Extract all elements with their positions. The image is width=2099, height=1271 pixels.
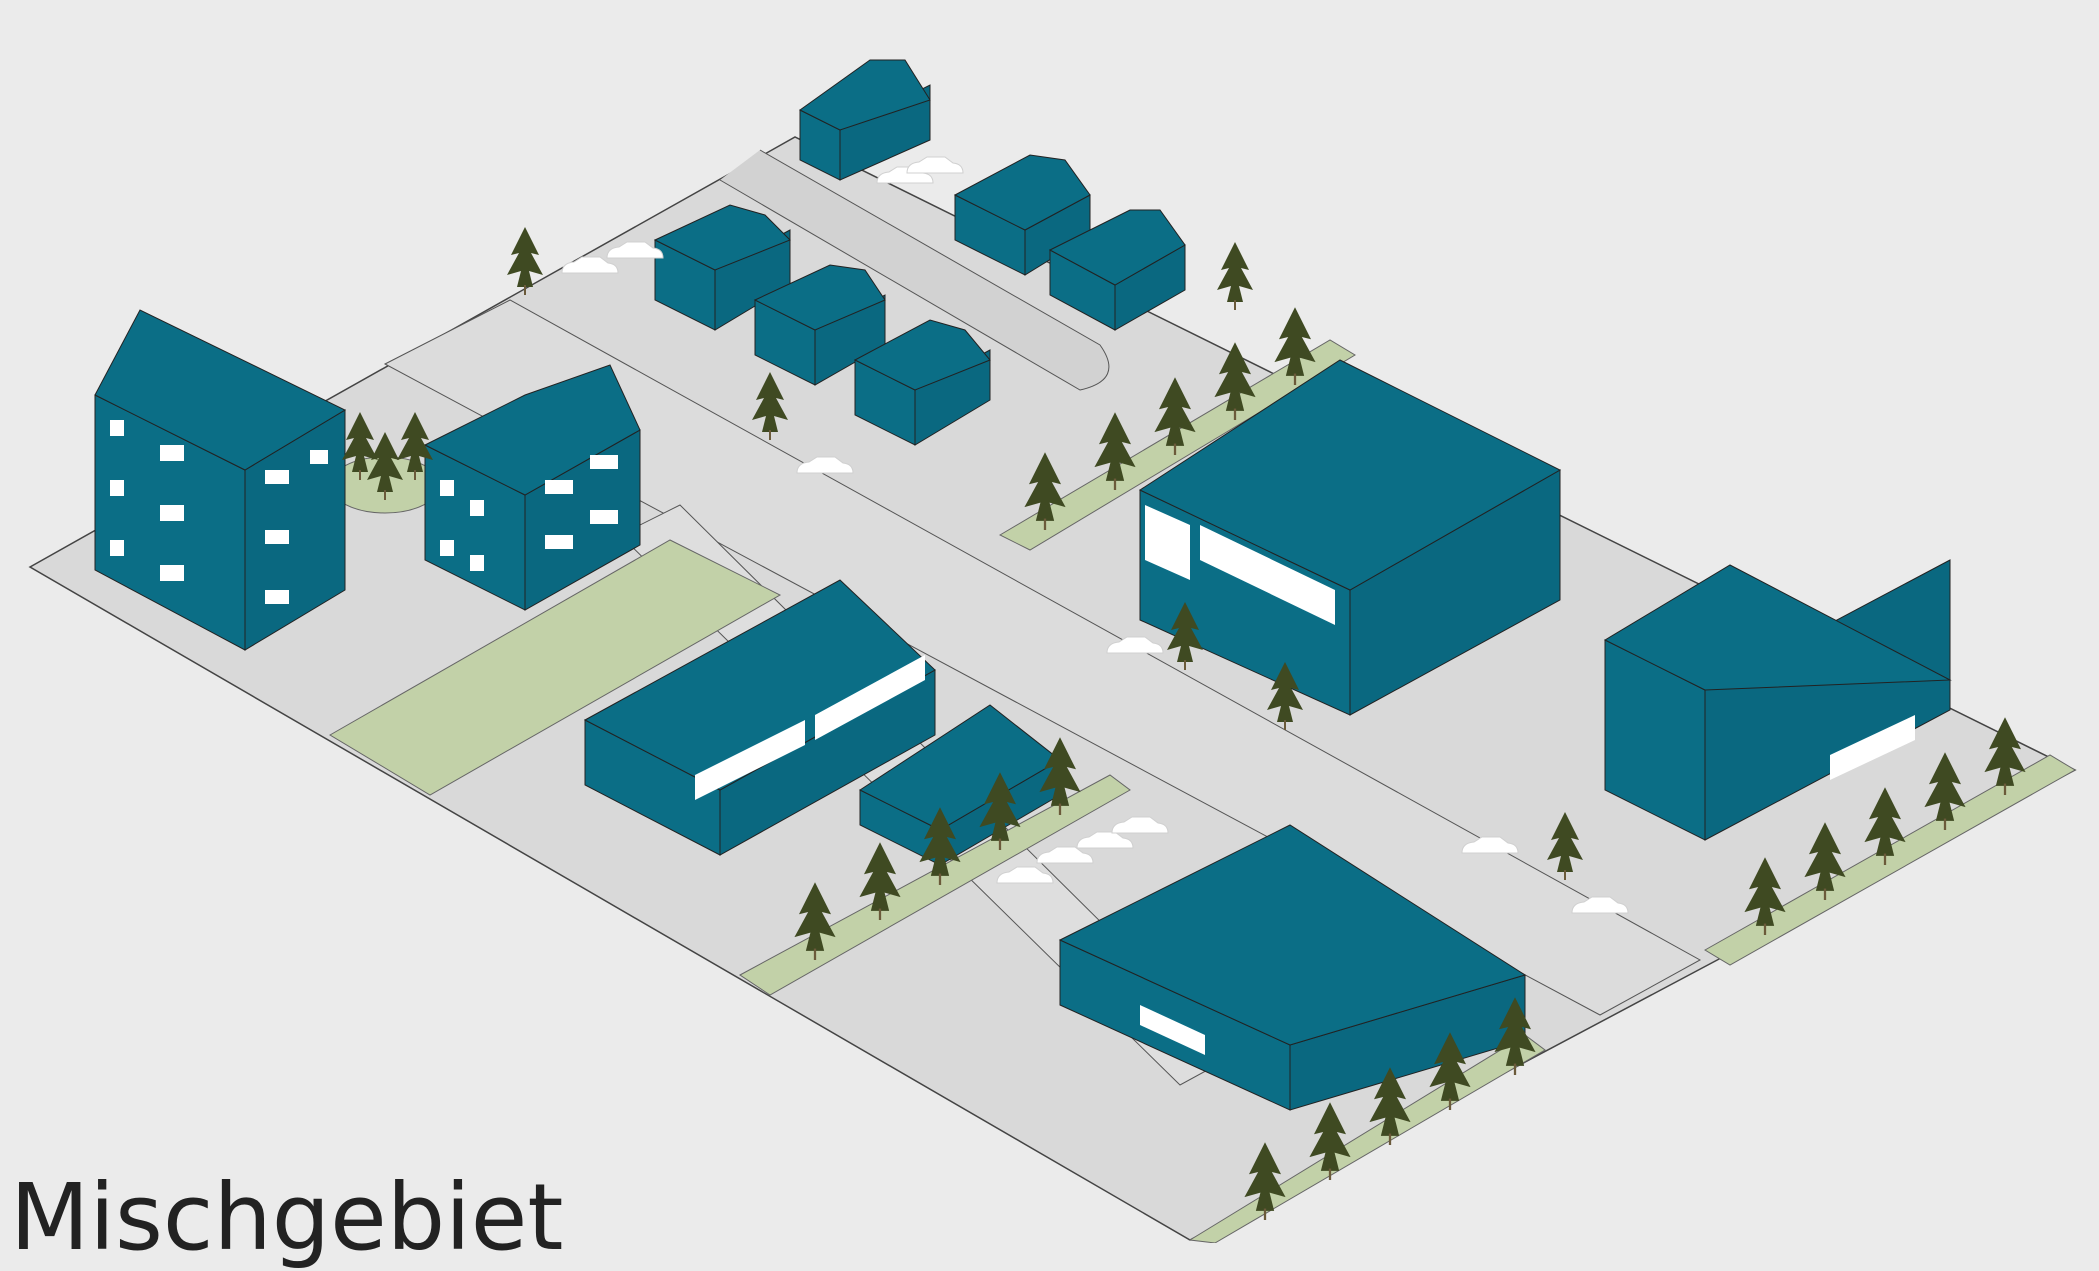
cul-de-sac (719, 149, 1110, 391)
main-street (383, 299, 1702, 1016)
green-field (329, 539, 782, 796)
page-title: Mischgebiet (10, 1164, 564, 1271)
green-strip-4 (1704, 754, 2076, 966)
isometric-district-scene (28, 59, 2077, 1243)
warehouse-long (583, 579, 936, 856)
house-5 (953, 154, 1091, 276)
house-2 (653, 204, 791, 331)
factory-hall-1 (1138, 359, 1562, 716)
house-1 (799, 59, 931, 181)
house-4 (853, 319, 991, 446)
apartment-building-2 (423, 364, 641, 611)
apartment-building-1 (94, 309, 347, 651)
house-3 (753, 264, 886, 386)
factory-hall-3 (1058, 824, 1527, 1111)
factory-hall-2 (1603, 559, 1952, 841)
green-strip-2 (739, 774, 1131, 996)
house-6 (1048, 209, 1186, 331)
